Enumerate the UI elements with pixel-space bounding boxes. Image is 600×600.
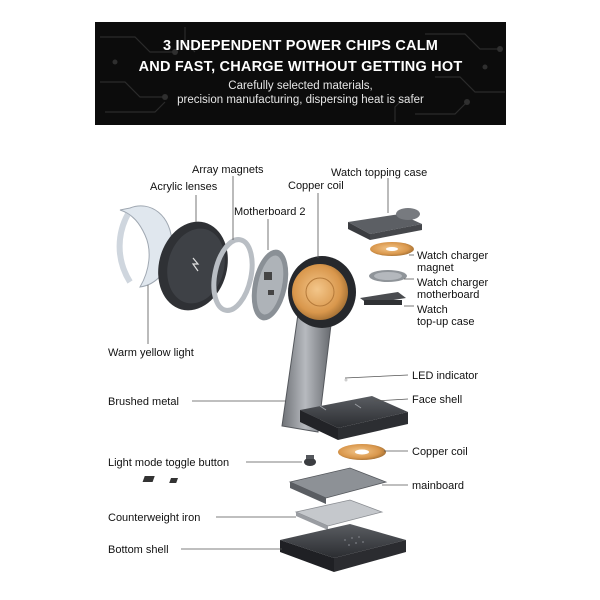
label-counterweight-iron: Counterweight iron [108, 512, 200, 524]
subheadline-line-2: precision manufacturing, dispersing heat… [177, 94, 424, 106]
label-light-mode-toggle: Light mode toggle button [108, 457, 229, 469]
magnet-pad-part [158, 221, 228, 311]
label-watch-charger-magnet-2: magnet [417, 262, 454, 274]
watch-charger-magnet-part [370, 242, 414, 256]
mainboard-part [142, 467, 388, 504]
leader-lines [147, 176, 414, 550]
label-watch-charger-magnet-1: Watch charger [417, 250, 488, 262]
stand-arm-part [281, 256, 356, 433]
label-face-shell: Face shell [412, 394, 462, 406]
watch-topping-case-part [348, 208, 422, 240]
label-motherboard-2: Motherboard 2 [234, 206, 306, 218]
label-copper-coil-bottom: Copper coil [412, 446, 468, 458]
array-magnets-part [211, 237, 255, 313]
motherboard-2-part [251, 249, 289, 321]
face-shell-part [300, 396, 408, 440]
label-watch-topping-case: Watch topping case [331, 167, 427, 179]
label-watch-topup-case-1: Watch [417, 304, 448, 316]
label-bottom-shell: Bottom shell [108, 544, 169, 556]
headline-line-2: AND FAST, CHARGE WITHOUT GETTING HOT [138, 59, 463, 75]
counterweight-iron-part [294, 499, 384, 530]
label-brushed-metal: Brushed metal [108, 396, 179, 408]
led-indicator-dot [344, 378, 348, 382]
watch-charger-motherboard-part [369, 270, 407, 282]
label-acrylic-lenses: Acrylic lenses [150, 181, 218, 193]
light-mode-toggle-part [304, 455, 316, 466]
label-warm-yellow-light: Warm yellow light [108, 347, 194, 359]
circuit-pattern-icon [100, 27, 505, 122]
label-watch-charger-motherboard-1: Watch charger [417, 277, 488, 289]
copper-coil-bottom-part [338, 444, 386, 460]
label-copper-coil-top: Copper coil [288, 180, 344, 192]
label-watch-charger-motherboard-2: motherboard [417, 289, 479, 301]
label-array-magnets: Array magnets [192, 164, 264, 176]
bottom-shell-part [280, 524, 406, 572]
label-watch-topup-case-2: top-up case [417, 316, 474, 328]
subheadline-line-1: Carefully selected materials, [228, 80, 373, 92]
watch-topup-case-part [360, 292, 406, 305]
header-banner: 3 INDEPENDENT POWER CHIPS CALM AND FAST,… [95, 22, 506, 125]
label-mainboard: mainboard [412, 480, 464, 492]
headline-line-1: 3 INDEPENDENT POWER CHIPS CALM [162, 38, 439, 54]
label-led-indicator: LED indicator [412, 370, 478, 382]
